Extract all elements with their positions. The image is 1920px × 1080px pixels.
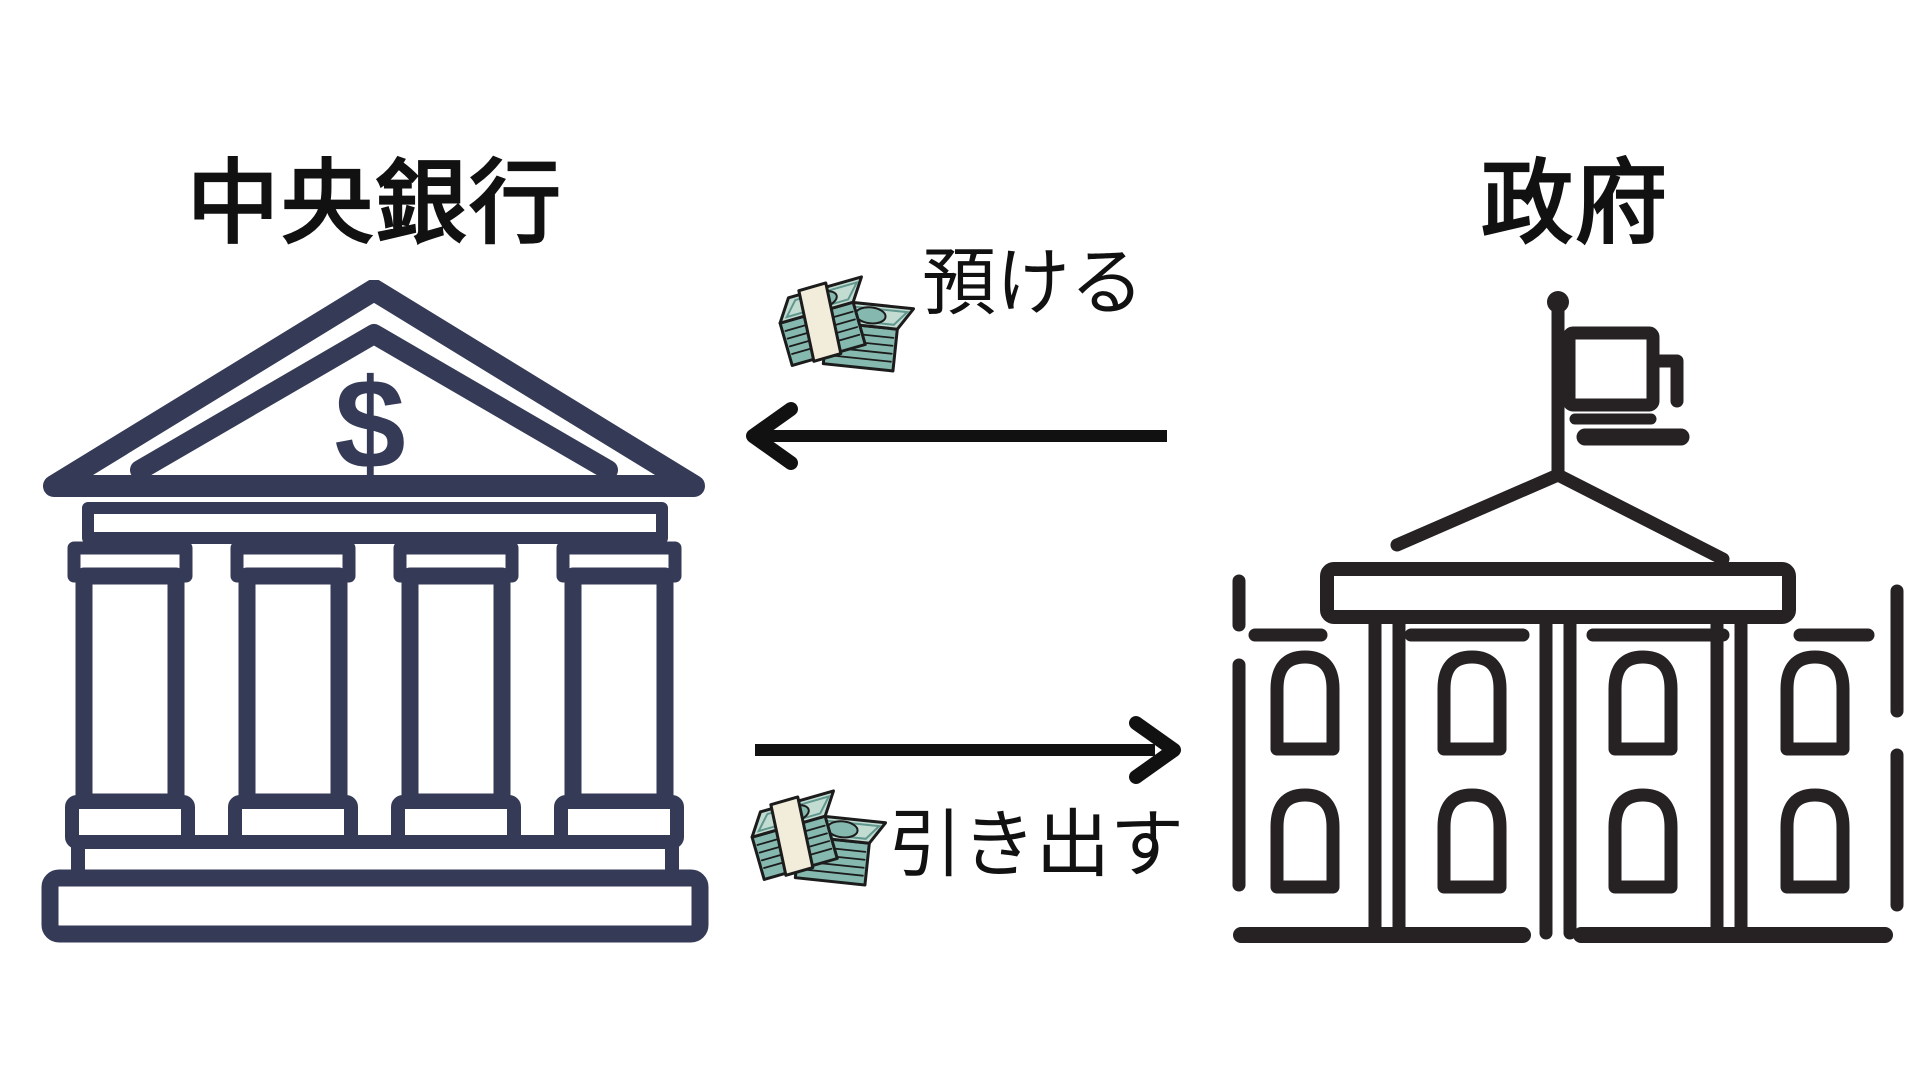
bank-columns	[75, 567, 674, 811]
money-stack-icon	[750, 789, 887, 887]
money-front-stack	[750, 789, 839, 881]
withdraw-arrow-right-icon	[755, 716, 1181, 784]
bank-pediment-inner-line	[130, 324, 618, 480]
flag-icon	[1562, 326, 1690, 446]
withdraw-label: 引き出す	[888, 803, 1184, 886]
bank-building-icon: $	[41, 280, 709, 943]
bank-base-platform	[41, 869, 709, 943]
gov-roof	[1390, 468, 1730, 566]
dollar-sign: $	[334, 353, 405, 496]
deposit-arrow-left-icon	[746, 402, 1167, 470]
money-front-stack	[778, 275, 867, 367]
bank-entablature	[82, 502, 668, 544]
gov-facade-lines	[1232, 574, 1904, 912]
money-stack-icon	[778, 275, 915, 373]
deposit-label: 預ける	[922, 241, 1144, 324]
government-title: 政府	[1480, 153, 1669, 255]
gov-pilasters	[1368, 610, 1748, 940]
gov-entablature	[1320, 562, 1796, 624]
central-bank-title: 中央銀行	[186, 153, 563, 255]
government-building-icon	[1232, 291, 1904, 943]
gov-windows-upper-row	[1270, 650, 1850, 756]
gov-windows-lower-row	[1270, 788, 1850, 894]
